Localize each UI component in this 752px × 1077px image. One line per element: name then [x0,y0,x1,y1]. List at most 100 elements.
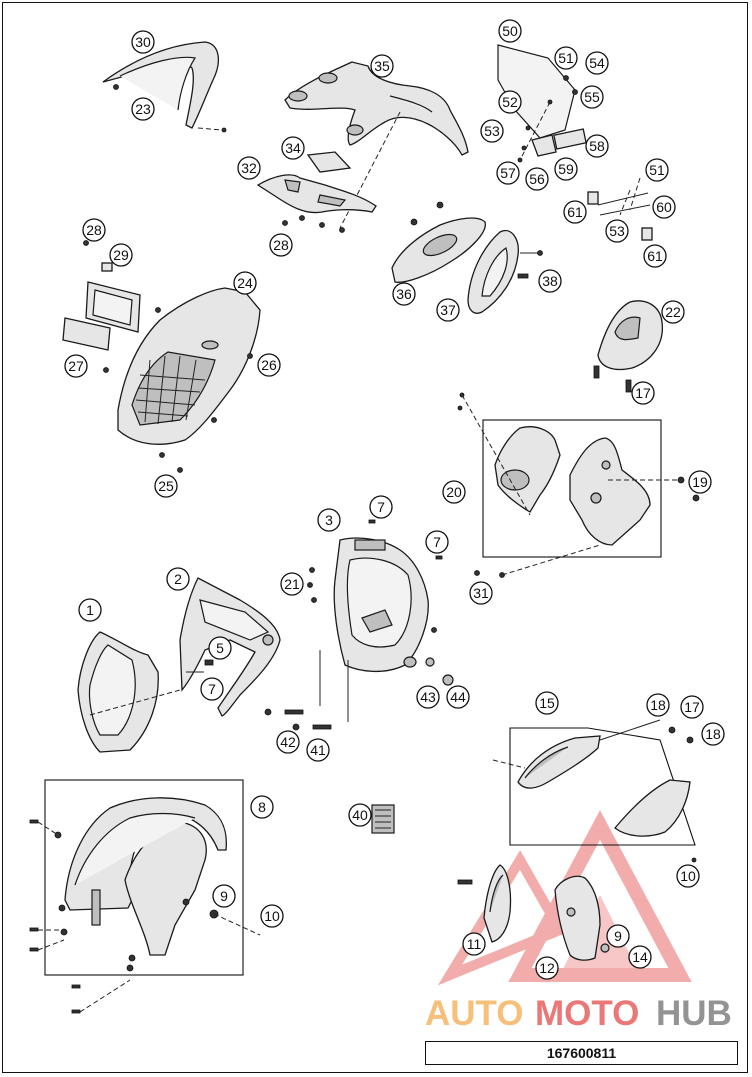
svg-text:10: 10 [264,908,280,924]
svg-text:7: 7 [377,499,385,515]
svg-text:AUTO: AUTO [425,994,524,1033]
callout-9a: 9 [212,884,236,908]
svg-text:26: 26 [261,357,277,373]
part-3-headlight-bracket [307,519,443,673]
callout-11: 11 [462,932,486,956]
svg-text:1: 1 [86,602,94,618]
part-41-42-bolts [264,650,349,731]
callout-20: 20 [442,480,466,504]
callout-53b: 53 [605,219,629,243]
callout-32: 32 [237,156,261,180]
callout-19: 19 [688,470,712,494]
group-8-front-fender [29,779,261,1014]
callout-30: 30 [131,30,155,54]
svg-text:38: 38 [542,273,558,289]
part-36-side-panel [391,201,486,283]
svg-text:59: 59 [558,161,574,177]
svg-text:53: 53 [484,123,500,139]
svg-text:7: 7 [208,681,216,697]
callout-42: 42 [276,730,300,754]
part-37-side-cover [467,230,543,314]
svg-text:29: 29 [113,247,129,263]
callout-7c: 7 [200,677,224,701]
svg-text:36: 36 [396,286,412,302]
svg-text:9: 9 [220,888,228,904]
part-60-bracket [587,177,653,241]
callout-34: 34 [281,136,305,160]
callout-43: 43 [416,685,440,709]
svg-text:2: 2 [174,571,182,587]
part-22-cover [593,300,664,393]
svg-text:19: 19 [692,474,708,490]
callout-17b: 17 [680,695,704,719]
callout-18b: 18 [701,722,725,746]
svg-text:60: 60 [656,199,672,215]
svg-text:57: 57 [500,165,516,181]
svg-text:MOTO: MOTO [535,994,639,1033]
svg-text:3: 3 [325,512,333,528]
callout-29: 29 [109,243,133,267]
svg-text:61: 61 [567,204,583,220]
svg-text:55: 55 [584,89,600,105]
svg-text:42: 42 [280,734,296,750]
part-32-tray [256,174,377,233]
callout-7a: 7 [369,495,393,519]
part-40-strip [371,804,395,834]
callout-22: 22 [661,300,685,324]
svg-text:11: 11 [467,936,482,952]
svg-text:52: 52 [502,94,518,110]
svg-text:31: 31 [473,585,489,601]
callout-60: 60 [652,195,676,219]
svg-text:44: 44 [450,689,466,705]
callout-51: 51 [554,46,578,70]
callout-28: 28 [269,233,293,257]
callout-1: 1 [78,598,102,622]
svg-text:34: 34 [285,140,301,156]
svg-text:21: 21 [284,576,300,592]
svg-text:10: 10 [680,868,696,884]
callout-53: 53 [480,119,504,143]
svg-text:5: 5 [216,640,224,656]
svg-text:23: 23 [135,101,151,117]
svg-text:9: 9 [614,928,622,944]
svg-text:51: 51 [558,50,574,66]
svg-text:HUB: HUB [656,994,732,1033]
svg-text:18: 18 [705,726,721,742]
part-24-radiator-shroud [103,287,261,473]
part-11-12-14 [457,864,610,961]
part-50-plate-holder [497,44,587,163]
callout-50: 50 [498,19,522,43]
callout-2: 2 [166,567,190,591]
svg-text:22: 22 [665,304,681,320]
watermark-text: AUTO MOTO HUB [425,994,732,1033]
callout-61b: 61 [643,244,667,268]
svg-text:28: 28 [86,222,102,238]
callout-54: 54 [585,51,609,75]
svg-text:8: 8 [258,799,266,815]
callout-7b: 7 [425,530,449,554]
svg-text:54: 54 [589,55,605,71]
svg-text:30: 30 [135,34,151,50]
callout-52: 52 [498,90,522,114]
part-29-27-brackets [62,240,141,351]
svg-text:12: 12 [539,960,555,976]
part-43-44-grommets [403,656,454,686]
svg-text:15: 15 [539,695,555,711]
svg-text:35: 35 [374,58,390,74]
svg-text:43: 43 [420,689,436,705]
svg-text:32: 32 [241,160,257,176]
svg-text:14: 14 [632,949,648,965]
callout-17: 17 [631,381,655,405]
callout-55: 55 [580,85,604,109]
callout-56: 56 [525,167,549,191]
svg-text:24: 24 [237,275,253,291]
callout-14: 14 [628,945,652,969]
callout-59: 59 [554,157,578,181]
group-15-deflector [492,719,697,863]
callout-58: 58 [585,134,609,158]
svg-text:40: 40 [352,807,368,823]
callout-21: 21 [280,572,304,596]
callout-9b: 9 [606,924,630,948]
svg-text:51: 51 [649,162,665,178]
